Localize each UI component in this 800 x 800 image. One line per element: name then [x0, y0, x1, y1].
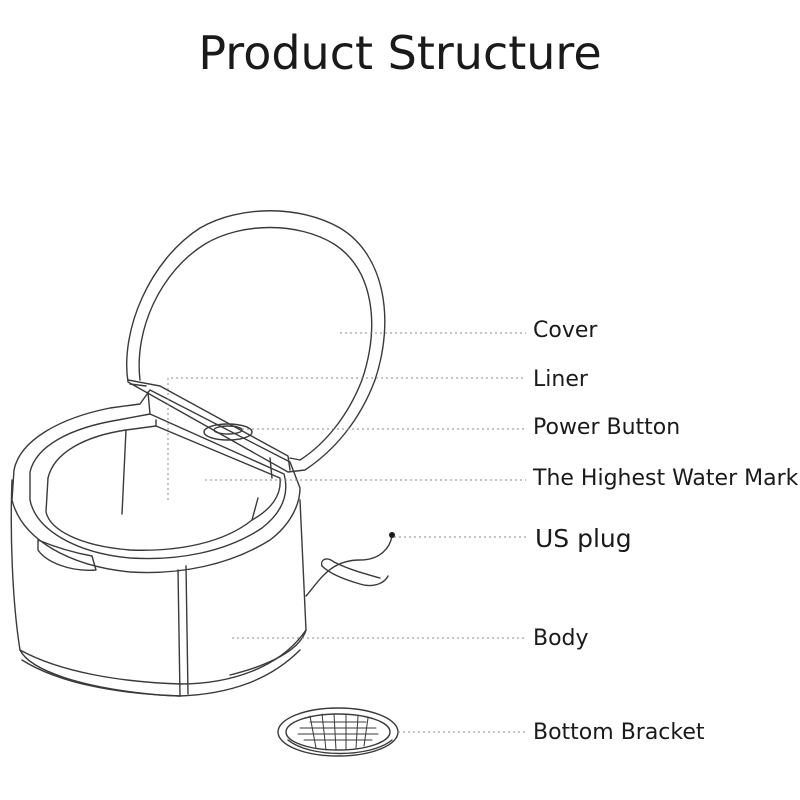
power-button-shape [203, 423, 253, 441]
plug-cable [305, 535, 393, 597]
cover-lid [126, 210, 386, 473]
label-body: Body [533, 626, 589, 651]
label-us-plug: US plug [535, 524, 632, 553]
label-power-button: Power Button [533, 415, 681, 440]
label-water-mark: The Highest Water Mark [533, 466, 799, 491]
plug-dot [389, 532, 395, 538]
label-liner: Liner [533, 367, 588, 392]
bottom-bracket-shape [277, 707, 399, 757]
hinge-area [127, 379, 291, 479]
label-cover: Cover [533, 318, 598, 343]
leader-liner [167, 377, 526, 500]
page-title: Product Structure [198, 26, 602, 80]
body-shell [10, 389, 307, 697]
label-bottom-bracket: Bottom Bracket [533, 720, 705, 745]
liner-inner [45, 419, 281, 551]
